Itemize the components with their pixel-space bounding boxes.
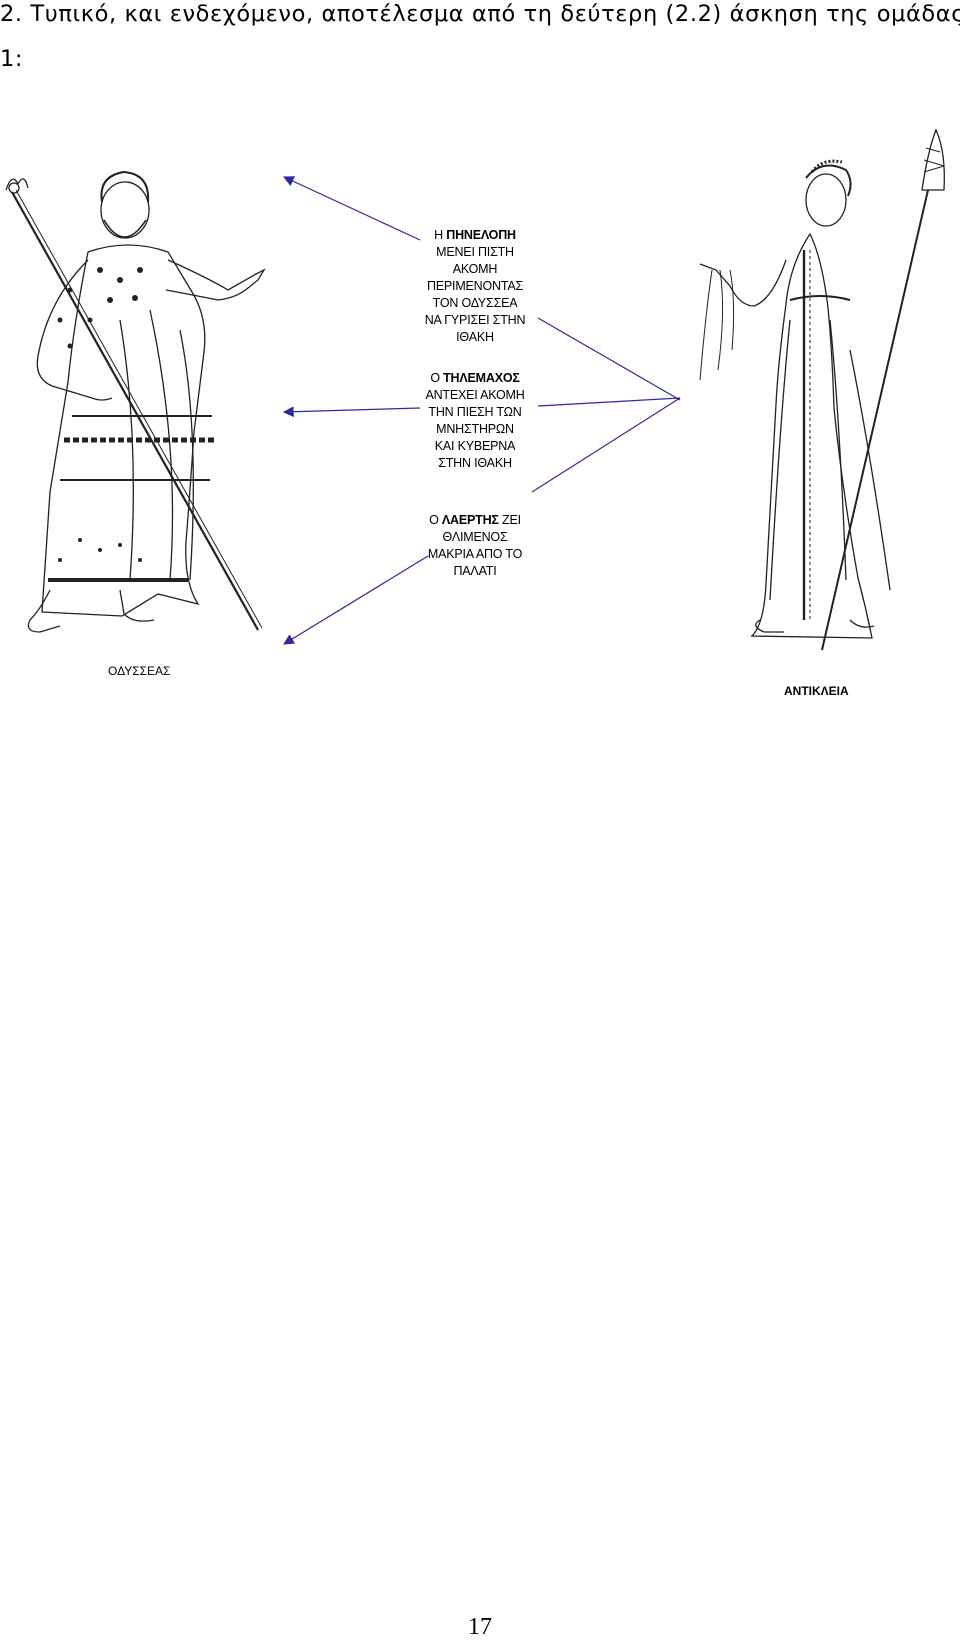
odysseus-figure	[5, 170, 266, 633]
laertes-caption: Ο ΛΑΕΡΤΗΣ ΖΕΙ ΘΛΙΜΕΝΟΣ ΜΑΚΡΙΑ ΑΠΟ ΤΟ ΠΑΛ…	[427, 513, 523, 578]
heading-line-2: 1:	[0, 46, 24, 72]
figure-illustration	[5, 128, 945, 651]
arrow-penelope-right	[537, 317, 681, 401]
arrow-telemachus	[282, 406, 421, 418]
arrow-laertes	[283, 555, 429, 645]
heading-line-1: 2. Τυπικό, και ενδεχόμενο, αποτέλεσμα απ…	[0, 1, 960, 27]
page-number: 17	[468, 1614, 492, 1640]
odysseus-label: ΟΔΥΣΣΕΑΣ	[108, 664, 171, 678]
arrow-penelope	[283, 176, 421, 241]
telemachus-caption: Ο ΤΗΛΕΜΑΧΟΣ ΑΝΤΕΧΕΙ ΑΚΟΜΗ ΤΗΝ ΠΙΕΣΗ ΤΩΝ …	[425, 371, 525, 470]
antikleia-label: ΑΝΤΙΚΛΕΙΑ	[784, 684, 849, 698]
arrow-telemachus-right	[537, 397, 681, 407]
penelope-caption: Η ΠΗΝΕΛΟΠΗ ΜΕΝΕΙ ΠΙΣΤΗ ΑΚΟΜΗ ΠΕΡΙΜΕΝΟΝΤΑ…	[424, 228, 526, 344]
arrows	[282, 176, 681, 645]
antikleia-figure	[699, 128, 945, 651]
figure: Η ΠΗΝΕΛΟΠΗ ΜΕΝΕΙ ΠΙΣΤΗ ΑΚΟΜΗ ΠΕΡΙΜΕΝΟΝΤΑ…	[0, 120, 960, 720]
arrow-laertes-right	[531, 397, 681, 493]
